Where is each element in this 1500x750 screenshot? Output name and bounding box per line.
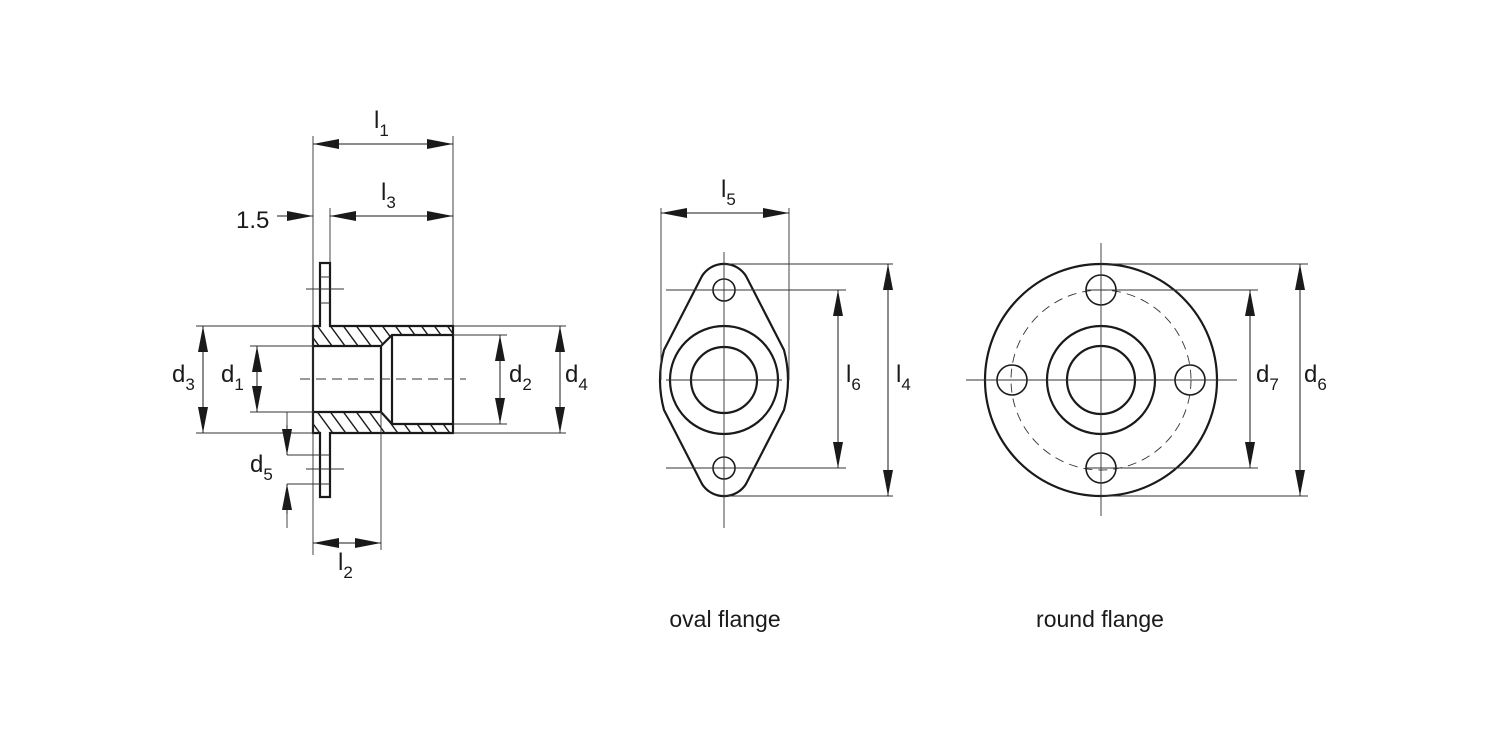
label-1-5: 1.5 bbox=[236, 207, 269, 234]
label-d2: d2 bbox=[509, 361, 532, 394]
hatch-line bbox=[313, 412, 336, 433]
label-d5: d5 bbox=[250, 451, 273, 484]
hatch-line bbox=[403, 412, 427, 433]
bore-outline bbox=[313, 333, 453, 426]
bushing-outline bbox=[311, 261, 455, 499]
hatch-line bbox=[351, 412, 375, 433]
label-d4: d4 bbox=[565, 361, 588, 394]
hatch-line bbox=[416, 412, 440, 433]
hatch-line bbox=[364, 412, 388, 433]
label-l3: l3 bbox=[381, 179, 396, 212]
hatch-line bbox=[313, 412, 323, 433]
hatch-line bbox=[456, 406, 478, 436]
label-l6: l6 bbox=[846, 361, 861, 394]
flange-holes bbox=[306, 276, 344, 485]
caption-oval-flange: oval flange bbox=[669, 606, 780, 632]
hatch-line bbox=[325, 412, 349, 433]
oval-flange-view: l5 l6 l4 oval flange bbox=[658, 176, 911, 632]
oval-flange-outline bbox=[658, 262, 790, 498]
caption-round-flange: round flange bbox=[1036, 606, 1164, 632]
label-d7: d7 bbox=[1256, 361, 1279, 394]
section-view: l1 l3 1.5 l2 d3 d1 d2 d4 d5 bbox=[172, 107, 588, 582]
oval-center-lines bbox=[660, 208, 893, 528]
extension-lines bbox=[196, 136, 566, 555]
round-center-lines bbox=[966, 243, 1308, 516]
label-l4: l4 bbox=[896, 361, 911, 394]
hatch-line bbox=[429, 412, 453, 433]
label-d3: d3 bbox=[172, 361, 195, 394]
label-l5: l5 bbox=[721, 176, 736, 209]
round-flange-view: d7 d6 round flange bbox=[966, 243, 1327, 632]
label-d6: d6 bbox=[1304, 361, 1327, 394]
hatch-line bbox=[338, 412, 362, 433]
hatch-line bbox=[390, 412, 414, 433]
label-d1: d1 bbox=[221, 361, 244, 394]
label-l2: l2 bbox=[338, 549, 353, 582]
label-l1: l1 bbox=[374, 107, 389, 140]
